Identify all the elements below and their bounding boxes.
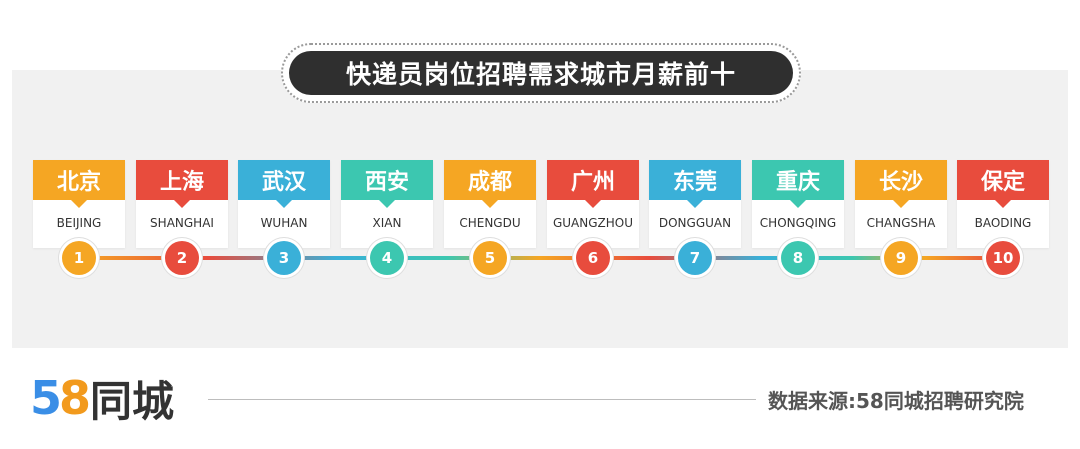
city-name: 西安 — [341, 160, 433, 208]
city-card: 武汉 WUHAN — [238, 160, 330, 248]
title-badge: 快递员岗位招聘需求城市月薪前十 — [281, 43, 801, 103]
city-pinyin: BEIJING — [56, 216, 102, 230]
city-pinyin: CHONGQING — [759, 216, 837, 230]
rank-badge: 2 — [165, 241, 199, 275]
city-card: 保定 BAODING — [957, 160, 1049, 248]
data-source: 数据来源:58同城招聘研究院 — [768, 389, 1024, 413]
page-title: 快递员岗位招聘需求城市月薪前十 — [289, 51, 793, 95]
city-pinyin: GUANGZHOU — [552, 216, 634, 230]
city-pinyin: SHANGHAI — [150, 216, 214, 230]
city-pinyin: WUHAN — [260, 216, 308, 230]
city-name: 保定 — [957, 160, 1049, 208]
city-name: 上海 — [136, 160, 228, 208]
city-name: 长沙 — [855, 160, 947, 208]
logo-number: 58 — [30, 371, 91, 425]
footer-divider — [208, 399, 756, 400]
city-card: 成都 CHENGDU — [444, 160, 536, 248]
rank-badge: 8 — [781, 241, 815, 275]
rank-badge: 7 — [678, 241, 712, 275]
city-name: 北京 — [33, 160, 125, 208]
timeline-line — [79, 256, 999, 260]
logo-digit-5: 5 — [30, 371, 62, 425]
rank-badge: 6 — [576, 241, 610, 275]
city-card: 北京 BEIJING — [33, 160, 125, 248]
city-pinyin: DONGGUAN — [658, 216, 732, 230]
logo-text: 同城 — [90, 376, 175, 426]
city-card: 重庆 CHONGQING — [752, 160, 844, 248]
city-card: 广州 GUANGZHOU — [547, 160, 639, 248]
city-pinyin: CHANGSHA — [866, 216, 936, 230]
city-pinyin: BAODING — [974, 216, 1032, 230]
city-name: 广州 — [547, 160, 639, 208]
logo-digit-8: 8 — [59, 371, 91, 425]
city-card: 上海 SHANGHAI — [136, 160, 228, 248]
city-card: 东莞 DONGGUAN — [649, 160, 741, 248]
city-card: 长沙 CHANGSHA — [855, 160, 947, 248]
rank-badge: 1 — [62, 241, 96, 275]
city-name: 东莞 — [649, 160, 741, 208]
city-card: 西安 XIAN — [341, 160, 433, 248]
city-name: 成都 — [444, 160, 536, 208]
rank-badge: 9 — [884, 241, 918, 275]
city-name: 重庆 — [752, 160, 844, 208]
rank-badge: 4 — [370, 241, 404, 275]
rank-badge: 3 — [267, 241, 301, 275]
city-pinyin: CHENGDU — [459, 216, 521, 230]
rank-badge: 5 — [473, 241, 507, 275]
city-pinyin: XIAN — [372, 216, 402, 230]
rank-badge: 10 — [986, 241, 1020, 275]
brand-logo: 58 同城 — [30, 371, 174, 426]
city-name: 武汉 — [238, 160, 330, 208]
